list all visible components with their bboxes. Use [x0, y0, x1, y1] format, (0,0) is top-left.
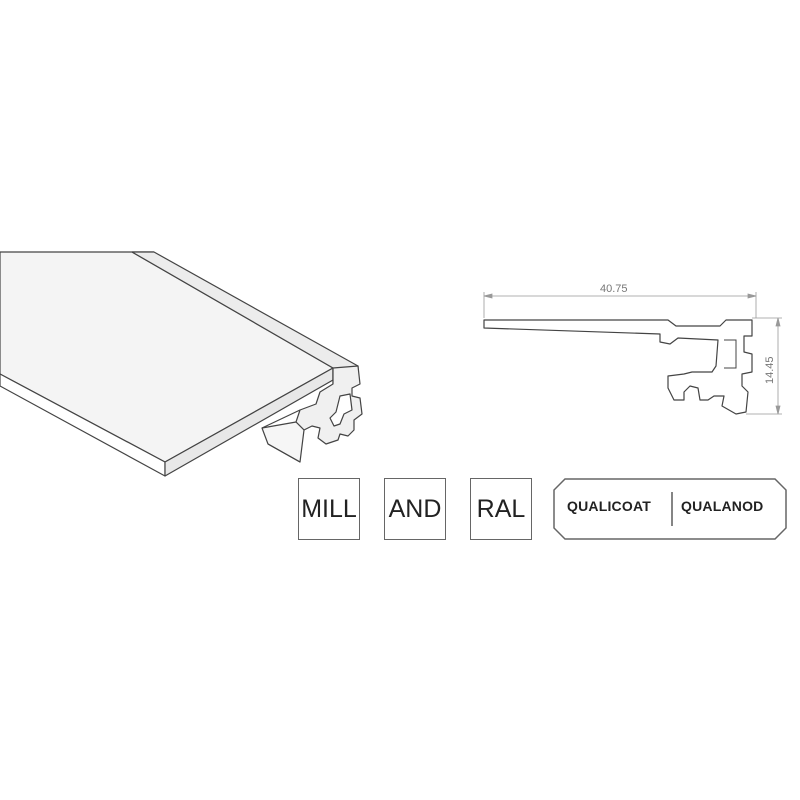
certification-badge-frame — [553, 478, 787, 540]
height-dimension — [746, 317, 782, 415]
finish-mill-label: MILL — [301, 494, 357, 523]
qualicoat-label: QUALICOAT — [567, 498, 651, 514]
end-profile — [295, 365, 363, 445]
width-dimension-label: 40.75 — [600, 283, 628, 295]
qualanod-label: QUALANOD — [681, 498, 764, 514]
channel-line-2 — [267, 443, 301, 463]
finish-and-label: AND — [388, 494, 442, 523]
certification-badge: QUALICOAT QUALANOD — [553, 478, 787, 540]
channel-line — [261, 409, 301, 429]
section-slot — [724, 339, 737, 369]
finish-ral-box: RAL — [470, 478, 532, 540]
lower-channel — [261, 421, 305, 463]
inner-slot — [329, 393, 353, 427]
width-dimension — [483, 292, 757, 318]
finish-ral-label: RAL — [476, 494, 526, 523]
height-dimension-label: 14.45 — [764, 356, 776, 384]
section-profile — [483, 319, 753, 415]
profile-3d-view — [0, 251, 363, 477]
finish-mill-box: MILL — [298, 478, 360, 540]
finish-anodized-box: AND — [384, 478, 446, 540]
profile-section-view: 40.75 14.45 — [483, 283, 782, 415]
